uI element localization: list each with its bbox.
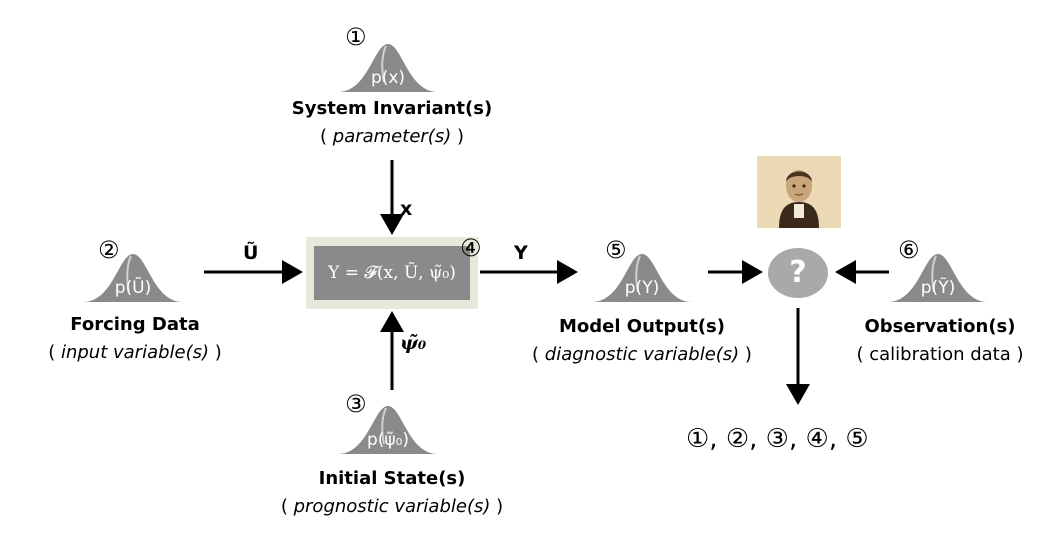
- subtitle-open: (: [856, 344, 870, 365]
- inferred-quantities: ①, ②, ③, ④, ⑤: [686, 424, 869, 454]
- model-output-title: Model Output(s): [559, 316, 725, 337]
- subtitle-close: ): [451, 126, 464, 147]
- bell-curve-icon: [592, 254, 692, 302]
- node-number-4: ④: [460, 234, 482, 262]
- subtitle-italic: diagnostic variable(s): [544, 344, 740, 365]
- arrow-label-y: Y: [514, 242, 528, 264]
- distribution-py: p(Y): [592, 252, 692, 302]
- node-number-6: ⑥: [898, 236, 920, 264]
- subtitle-close: ): [490, 496, 504, 517]
- model-output-subtitle: ( diagnostic variable(s) ): [507, 344, 777, 365]
- model-box: Y = 𝓕(x, Ũ, ψ̃₀): [306, 237, 478, 309]
- distribution-label: p(Y): [624, 278, 660, 298]
- distribution-pyobs: p(Ỹ): [888, 252, 988, 302]
- distribution-label: p(Ũ): [114, 278, 152, 298]
- bell-curve-icon: [888, 254, 988, 302]
- model-equation: Y = 𝓕(x, Ũ, ψ̃₀): [314, 246, 470, 300]
- subtitle-italic: input variable(s): [60, 342, 210, 363]
- observation-title: Observation(s): [864, 316, 1016, 337]
- initial-state-title: Initial State(s): [318, 468, 466, 489]
- distribution-ppsi: p(ψ̃₀): [338, 404, 438, 454]
- node-number-5: ⑤: [605, 236, 627, 264]
- node-number-3: ③: [345, 390, 367, 418]
- subtitle-close: ): [739, 344, 752, 365]
- distribution-px: p(x): [338, 42, 438, 92]
- subtitle-open: (: [48, 342, 61, 363]
- subtitle-close: ): [209, 342, 222, 363]
- arrow-label-u: Ũ: [243, 242, 259, 264]
- distribution-label: p(ψ̃₀): [366, 430, 410, 450]
- system-invariant-title: System Invariant(s): [291, 98, 493, 119]
- distribution-pu: p(Ũ): [83, 252, 183, 302]
- node-number-1: ①: [345, 23, 367, 51]
- subtitle-open: (: [320, 126, 333, 147]
- initial-state-subtitle: ( prognostic variable(s) ): [252, 496, 532, 517]
- subtitle-italic: prognostic variable(s): [293, 496, 491, 517]
- forcing-title: Forcing Data: [70, 314, 200, 335]
- distribution-label: p(Ỹ): [920, 278, 956, 298]
- bell-curve-icon: [338, 406, 438, 454]
- subtitle-close: calibration data ): [869, 344, 1024, 365]
- arrow-label-psi: ψ̃₀: [400, 332, 427, 354]
- bayesian-inference-node: ?: [768, 248, 828, 298]
- bayes-portrait-icon: [757, 156, 841, 228]
- forcing-subtitle: ( input variable(s) ): [20, 342, 250, 363]
- node-number-2: ②: [98, 236, 120, 264]
- bell-curve-icon: [338, 44, 438, 92]
- portrait-image: [757, 156, 841, 228]
- subtitle-italic: parameter(s): [332, 126, 452, 147]
- arrow-label-x: x: [400, 198, 413, 220]
- subtitle-open: (: [532, 344, 545, 365]
- observation-subtitle: ( calibration data ): [830, 344, 1050, 365]
- subtitle-open: (: [280, 496, 294, 517]
- distribution-label: p(x): [370, 68, 406, 88]
- system-invariant-subtitle: ( parameter(s) ): [272, 126, 512, 147]
- bell-curve-icon: [83, 254, 183, 302]
